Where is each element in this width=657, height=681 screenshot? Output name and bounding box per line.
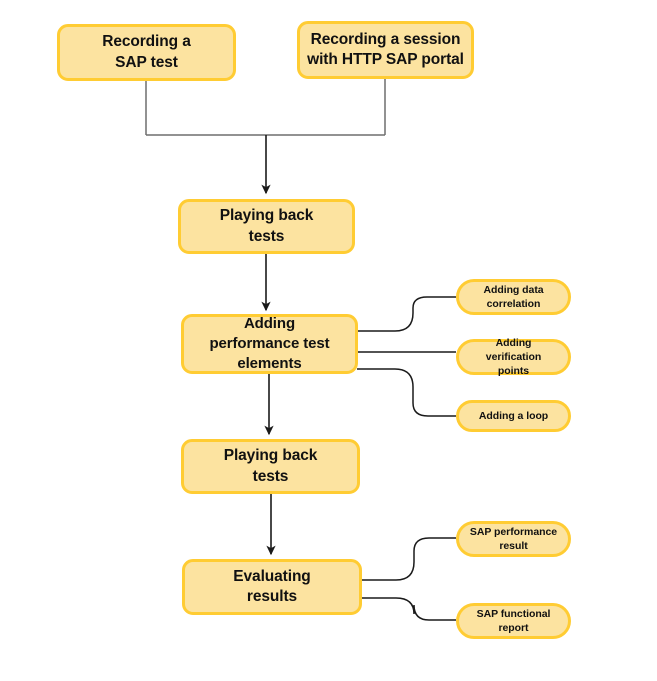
edge-addelements-to-datacorrelation — [357, 296, 456, 332]
edge-evaluating-to-sapfunctional — [362, 597, 456, 621]
node-playing-back-tests-2[interactable]: Playing back tests — [181, 439, 360, 494]
edge-evaluating-to-sapperformance — [362, 537, 456, 581]
node-adding-data-correlation[interactable]: Adding data correlation — [456, 279, 571, 315]
node-playing-back-tests-1-label: Playing back tests — [219, 207, 314, 245]
node-evaluating-results-label: Evaluating results — [233, 567, 311, 605]
node-playing-back-tests-2-label: Playing back tests — [223, 447, 318, 485]
node-adding-a-loop-label: Adding a loop — [478, 409, 549, 422]
node-adding-verification-points-label: Adding verification points — [485, 336, 542, 378]
node-adding-a-loop[interactable]: Adding a loop — [456, 400, 571, 432]
node-adding-verification-points[interactable]: Adding verification points — [456, 337, 571, 377]
node-adding-performance-test-elements-label: Adding performance test elements — [209, 315, 330, 372]
node-sap-performance-result[interactable]: SAP performance result — [456, 521, 571, 557]
node-sap-performance-result-label: SAP performance result — [469, 525, 558, 552]
edge-merge-recordings — [145, 79, 386, 136]
node-adding-performance-test-elements[interactable]: Adding performance test elements — [181, 314, 358, 374]
node-adding-data-correlation-label: Adding data correlation — [483, 283, 544, 310]
node-recording-http-session-label: Recording a session with HTTP SAP portal — [307, 30, 464, 68]
node-playing-back-tests-1[interactable]: Playing back tests — [178, 199, 355, 254]
node-sap-functional-report[interactable]: SAP functional report — [456, 603, 571, 639]
node-sap-functional-report-label: SAP functional report — [476, 607, 551, 634]
node-evaluating-results[interactable]: Evaluating results — [182, 559, 362, 615]
edge-addelements-to-addingloop — [357, 368, 456, 417]
node-recording-http-session[interactable]: Recording a session with HTTP SAP portal — [297, 21, 474, 79]
node-recording-sap-test-label: Recording a SAP test — [102, 33, 191, 71]
node-recording-sap-test[interactable]: Recording a SAP test — [57, 24, 236, 81]
